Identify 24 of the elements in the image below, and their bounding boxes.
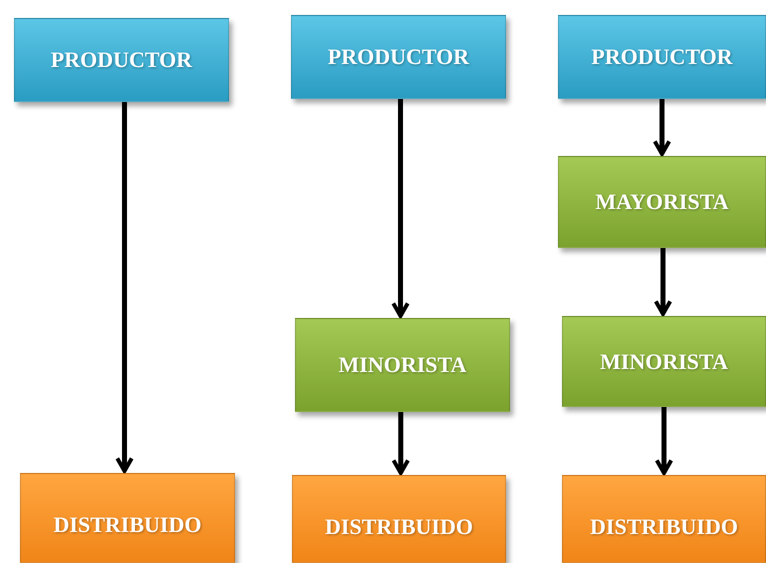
- arrow: [654, 407, 674, 475]
- distribution-box: [20, 473, 235, 563]
- node-label: PRODUCTOR: [328, 44, 470, 70]
- node-label: PRODUCTOR: [591, 44, 733, 70]
- producer-box: [14, 18, 229, 102]
- arrow: [391, 99, 410, 318]
- node-label: DISTRIBUIDO: [54, 512, 202, 538]
- node-label: PRODUCTOR: [50, 47, 192, 73]
- arrow: [392, 412, 410, 475]
- arrow: [115, 102, 134, 473]
- distribution-box: [562, 475, 766, 563]
- intermediary-box: [558, 156, 766, 248]
- producer-box: [558, 15, 766, 99]
- distribution-box: [292, 475, 506, 563]
- node-label: DISTRIBUIDO: [590, 514, 738, 540]
- node-label: DISTRIBUIDO: [325, 514, 473, 540]
- node-label: MAYORISTA: [595, 189, 729, 215]
- intermediary-box: [295, 318, 510, 412]
- intermediary-box: [562, 316, 766, 407]
- producer-box: [291, 15, 506, 99]
- node-label: MINORISTA: [600, 348, 728, 374]
- arrow: [652, 99, 672, 156]
- arrow: [654, 248, 672, 316]
- node-label: MINORISTA: [338, 352, 466, 378]
